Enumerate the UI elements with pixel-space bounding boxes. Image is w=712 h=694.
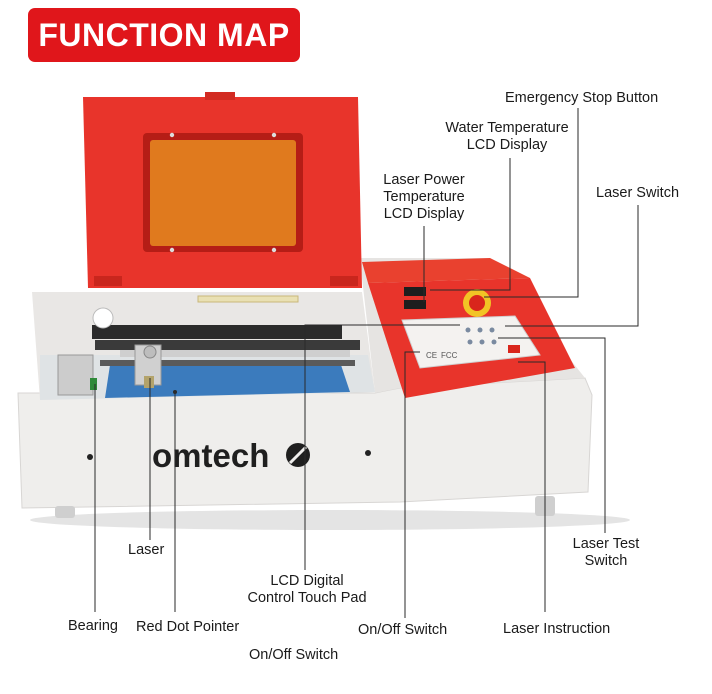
- brand-logo-slash: [288, 445, 308, 465]
- lid-foot: [330, 276, 358, 286]
- machine-foot: [55, 506, 75, 518]
- lid-hinge: [205, 92, 235, 100]
- label-laser-test-line2: Switch: [584, 553, 628, 569]
- laser-test-key: [508, 345, 520, 353]
- window-screw: [271, 247, 277, 253]
- label-red-dot: Red Dot Pointer: [136, 619, 240, 635]
- label-water-temp: Water Temperature LCD Display: [436, 120, 578, 154]
- label-laser-power-line3: LCD Display: [383, 206, 465, 222]
- leader-water-temp: [430, 158, 511, 291]
- label-onoff-center: On/Off Switch: [358, 622, 448, 638]
- bearing-green: [90, 378, 97, 390]
- touch-key: [465, 327, 471, 333]
- label-laser-test-line1: Laser Test: [572, 536, 640, 552]
- label-water-temp-line1: Water Temperature: [445, 120, 569, 136]
- lid-foot: [94, 276, 122, 286]
- leader-lcd-pad: [304, 324, 460, 570]
- label-water-temp-line2: LCD Display: [466, 137, 548, 153]
- label-laser-instruction: Laser Instruction: [503, 621, 611, 637]
- touch-key: [467, 339, 473, 345]
- window-screw: [169, 132, 175, 138]
- floor-shadow: [30, 510, 630, 530]
- label-emergency-stop: Emergency Stop Button: [505, 90, 659, 106]
- label-lcd-pad-line1: LCD Digital: [270, 573, 344, 589]
- label-laser-power-line2: Temperature: [383, 189, 465, 205]
- leader-onoff-center: [404, 351, 420, 618]
- label-laser-switch: Laser Switch: [596, 185, 680, 201]
- label-laser-test: Laser Test Switch: [560, 536, 652, 570]
- temperature-display: [404, 300, 426, 309]
- brand-logo: omtech: [152, 437, 269, 474]
- ce-mark: CE: [426, 351, 437, 360]
- exhaust-port: [92, 307, 114, 329]
- emergency-stop-button: [469, 295, 485, 311]
- body-hole: [365, 450, 371, 456]
- leader-laser-instruction: [518, 361, 546, 612]
- label-lcd-pad-line2: Control Touch Pad: [247, 590, 367, 606]
- led-strip: [197, 295, 299, 303]
- function-map-title: FUNCTION MAP: [28, 8, 300, 62]
- leader-laser-test: [498, 337, 606, 533]
- window-screw: [271, 132, 277, 138]
- rod: [120, 350, 350, 357]
- label-lcd-pad: LCD Digital Control Touch Pad: [236, 573, 378, 607]
- touch-key: [477, 327, 483, 333]
- touch-key: [491, 339, 497, 345]
- bearing-block: [57, 354, 94, 396]
- drag-chain: [92, 325, 342, 339]
- red-dot-marker: [173, 390, 177, 394]
- viewing-window: [150, 140, 296, 246]
- gantry-rail: [95, 340, 360, 350]
- laser-nozzle: [144, 376, 154, 388]
- label-onoff-bottom: On/Off Switch: [249, 647, 339, 663]
- body-hole: [87, 454, 93, 460]
- gantry-rail-lower: [100, 360, 355, 366]
- touch-key: [479, 339, 485, 345]
- honeycomb-bed: [105, 362, 350, 398]
- power-display: [404, 287, 426, 296]
- label-laser: Laser: [128, 542, 165, 558]
- control-panel-top: [362, 258, 530, 283]
- laser-head-knob: [143, 345, 157, 359]
- window-screw: [169, 247, 175, 253]
- label-laser-power-line1: Laser Power: [383, 172, 465, 188]
- label-laser-power: Laser Power Temperature LCD Display: [376, 172, 472, 223]
- label-bearing: Bearing: [68, 618, 118, 634]
- touch-key: [489, 327, 495, 333]
- leader-lines: [94, 108, 639, 618]
- leader-emergency-stop: [484, 108, 579, 298]
- fcc-mark: FCC: [441, 351, 458, 360]
- leader-laser-switch: [505, 205, 639, 327]
